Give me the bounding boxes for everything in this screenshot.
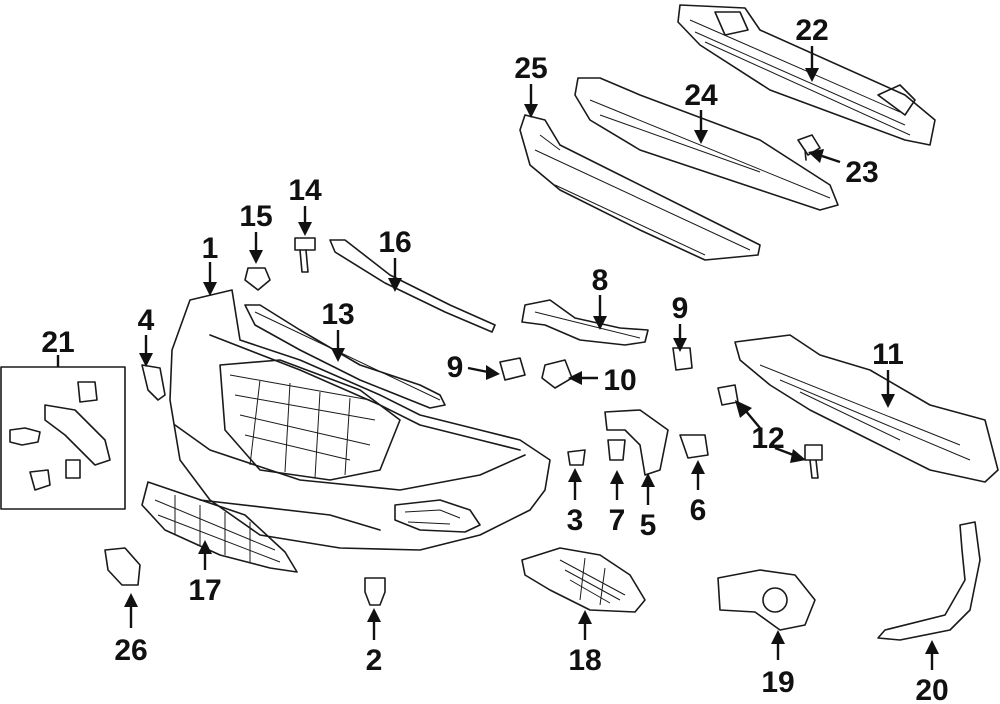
callout-9b: 9 — [672, 292, 689, 325]
part-4-bracket[interactable] — [141, 364, 166, 401]
callout-13: 13 — [321, 298, 354, 331]
part-1-bumper-cover[interactable] — [169, 289, 551, 551]
callout-25: 25 — [514, 52, 547, 85]
callout-18: 18 — [568, 644, 601, 677]
part-21-bracket-kit[interactable] — [0, 366, 126, 510]
part-18-bezel[interactable] — [521, 547, 646, 613]
part-9-clip-b[interactable] — [672, 347, 693, 371]
part-25-bracket[interactable] — [519, 114, 761, 261]
callout-22: 22 — [795, 14, 828, 47]
part-3-clip[interactable] — [567, 449, 586, 466]
part-10-clip[interactable] — [541, 359, 573, 389]
callout-10: 10 — [603, 364, 636, 397]
part-16-molding[interactable] — [329, 239, 496, 333]
part-24-absorber[interactable] — [574, 77, 839, 211]
callout-24: 24 — [684, 79, 718, 112]
callout-14: 14 — [288, 174, 322, 207]
part-13-molding[interactable] — [244, 304, 446, 409]
part-22-reinforcement[interactable] — [677, 4, 936, 146]
part-23-bolt[interactable] — [797, 134, 821, 161]
part-19-bracket[interactable] — [717, 569, 816, 631]
callout-19: 19 — [761, 666, 794, 699]
callout-7: 7 — [609, 504, 626, 537]
callout-labels: 1 2 3 4 5 6 7 8 9 9 10 11 12 13 14 15 16… — [41, 14, 948, 704]
callout-23: 23 — [845, 156, 878, 189]
part-12-bolt-b[interactable] — [804, 444, 823, 479]
callout-26: 26 — [114, 634, 147, 667]
callout-9a: 9 — [447, 351, 464, 384]
part-8-bracket[interactable] — [521, 299, 649, 346]
callout-17: 17 — [188, 574, 221, 607]
part-12-bolt-a[interactable] — [717, 384, 739, 406]
callout-15: 15 — [239, 200, 272, 233]
part-9-clip-a[interactable] — [499, 357, 526, 381]
callout-5: 5 — [640, 509, 657, 542]
part-17-grille[interactable] — [141, 481, 298, 573]
callout-3: 3 — [567, 504, 584, 537]
callout-21: 21 — [41, 326, 74, 359]
part-2-clip[interactable] — [364, 577, 386, 606]
callout-4: 4 — [138, 304, 155, 337]
part-15-clip[interactable] — [244, 267, 271, 291]
callout-8: 8 — [592, 264, 609, 297]
callout-16: 16 — [378, 226, 411, 259]
part-14-bolt[interactable] — [294, 237, 316, 273]
callout-12: 12 — [751, 422, 784, 455]
callout-11: 11 — [872, 338, 904, 371]
part-6-bolt[interactable] — [679, 434, 709, 459]
part-5-bracket[interactable] — [604, 409, 669, 476]
callout-20: 20 — [915, 674, 948, 704]
callout-1: 1 — [202, 232, 219, 265]
callout-2: 2 — [366, 644, 383, 677]
part-7-clip[interactable] — [607, 439, 626, 461]
part-11-undercover[interactable] — [734, 334, 999, 483]
callout-6: 6 — [690, 494, 707, 527]
part-20-bracket[interactable] — [877, 521, 981, 641]
part-26-bracket[interactable] — [104, 547, 141, 586]
leader-arrows — [56, 46, 939, 670]
